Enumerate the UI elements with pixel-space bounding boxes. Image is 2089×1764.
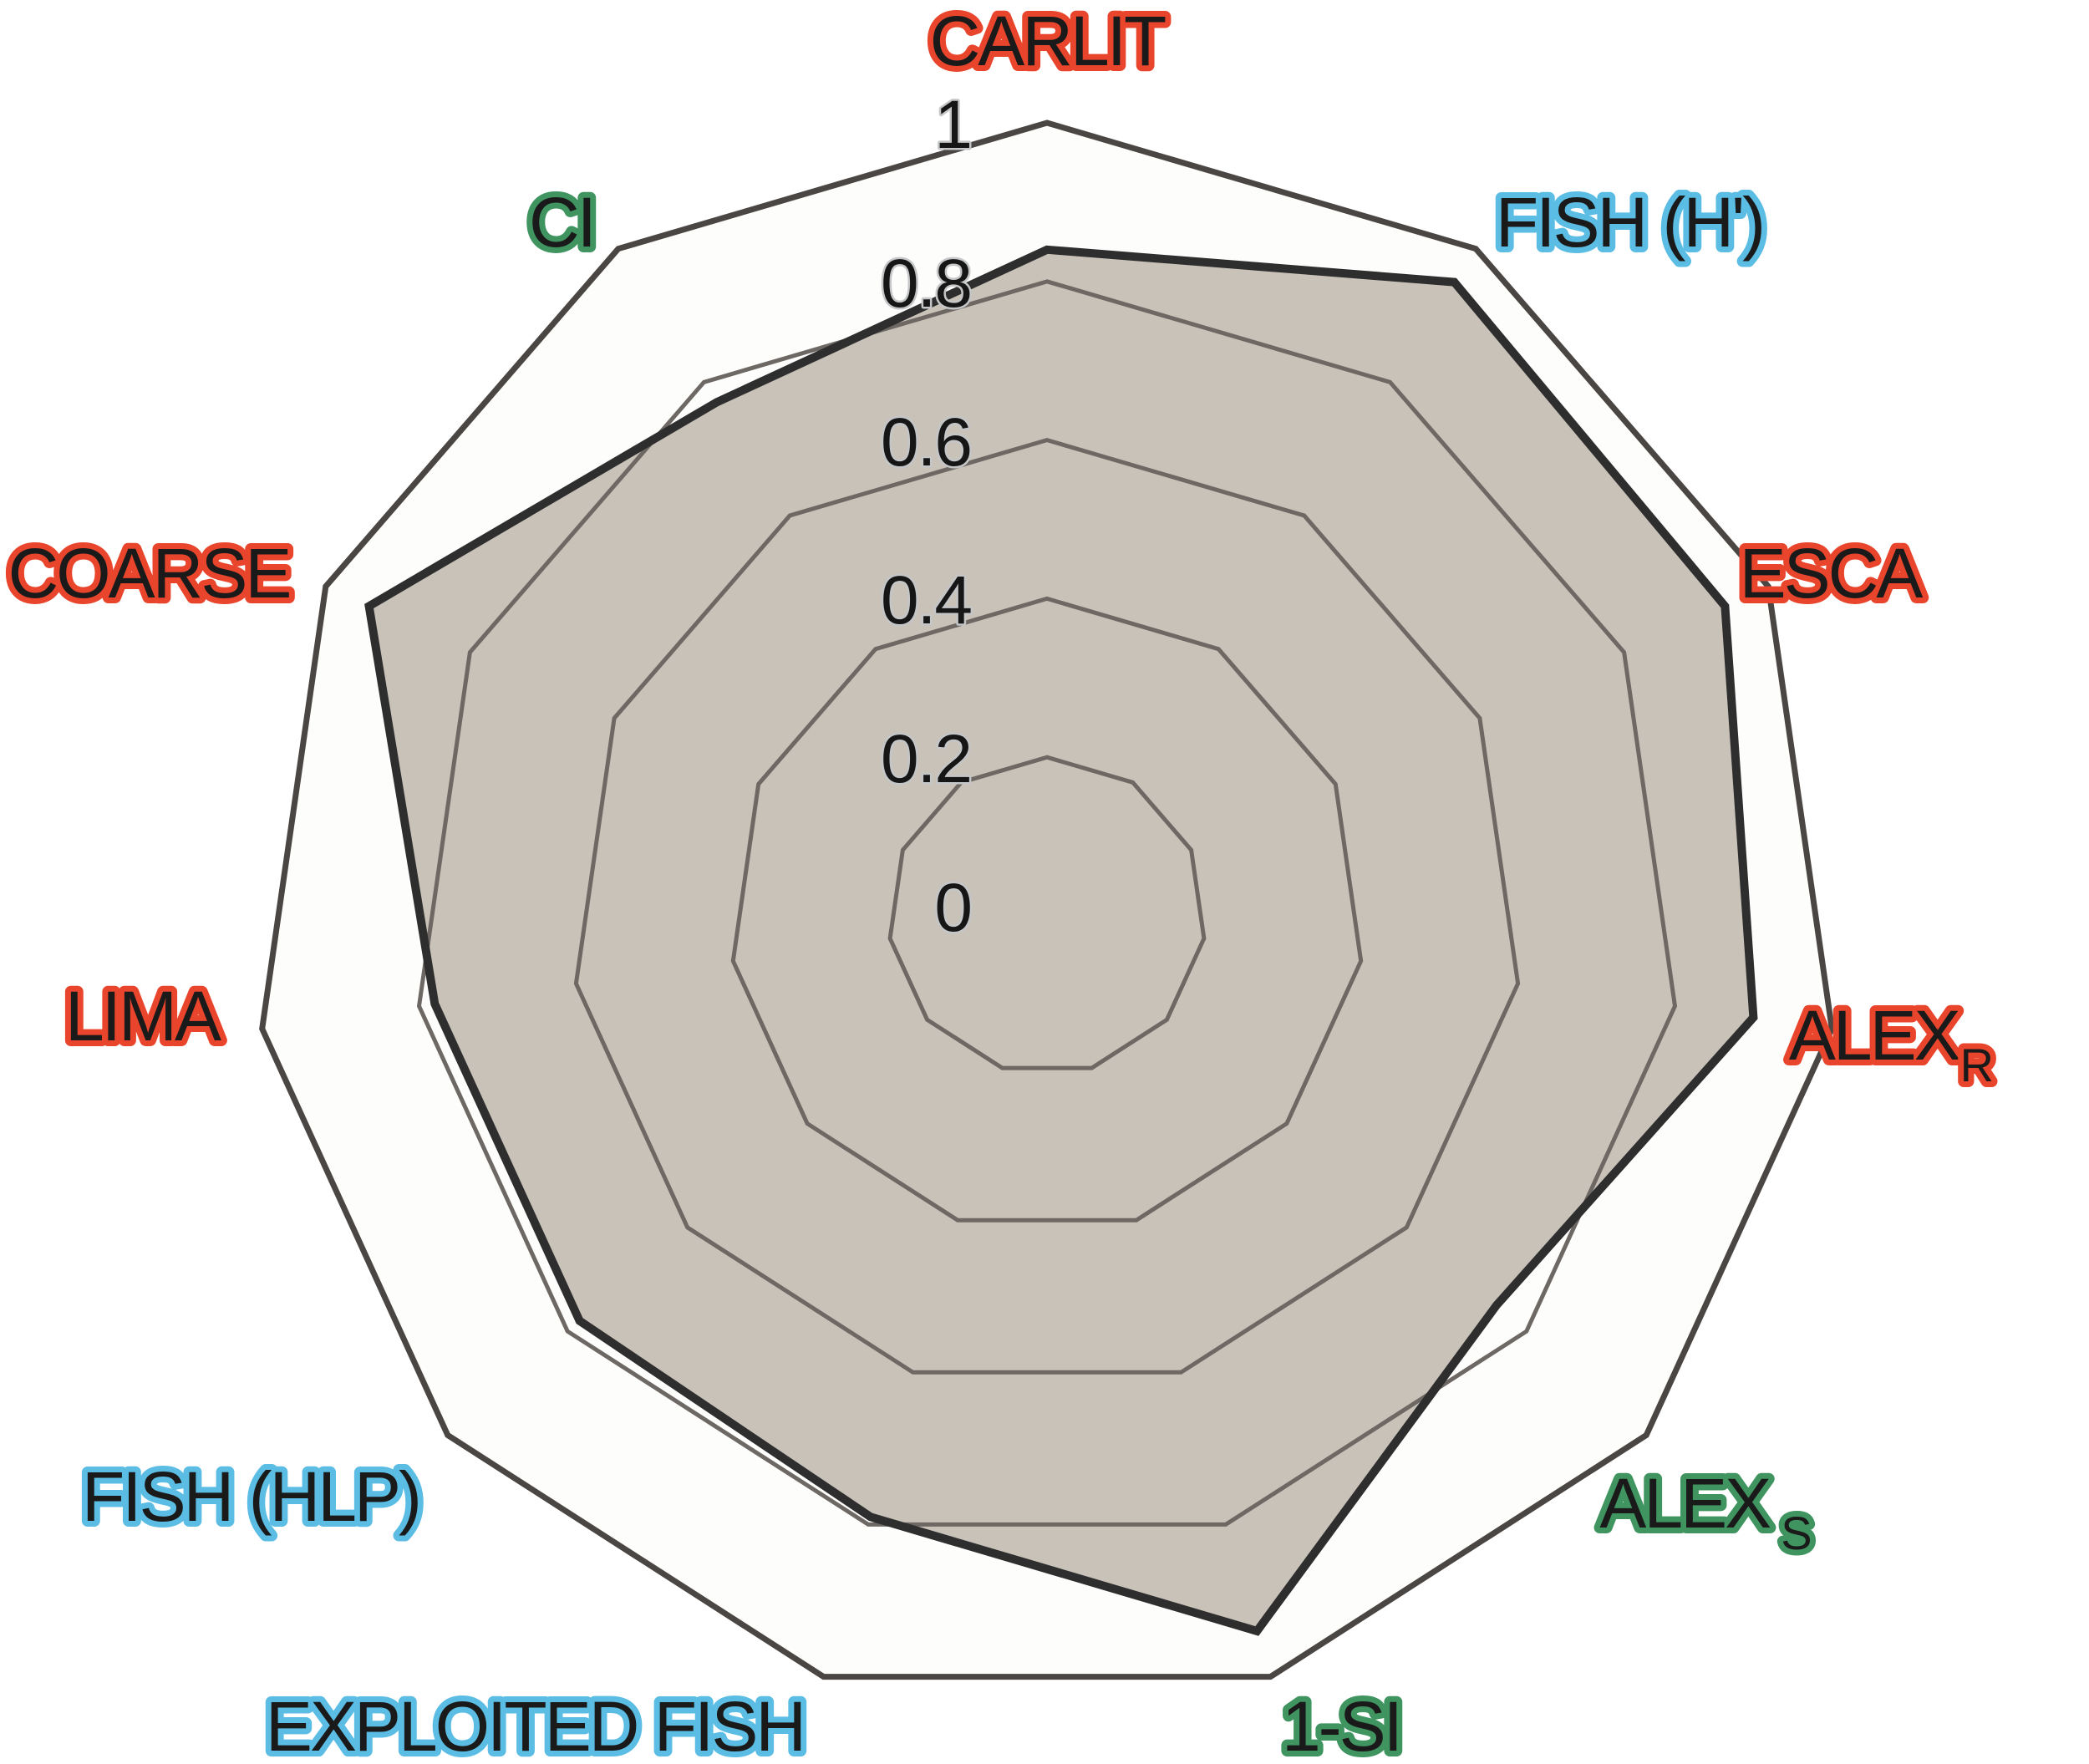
tick-label: 0.4 [881, 562, 971, 638]
series-fill [368, 249, 1754, 1631]
grid-rings [416, 279, 1678, 1527]
axis-label-fish-h: FISH (H') [1496, 183, 1763, 262]
axis-label-carlit: CARLIT [930, 2, 1166, 80]
radial-tick-labels: 0 0.2 0.4 0.6 0.8 1 [879, 85, 975, 948]
grid-ring-0.8 [416, 279, 1678, 1527]
axis-label-alex-r: ALEXR [1789, 996, 1992, 1091]
tick-label: 1 [934, 87, 971, 163]
data-series-polygon [368, 249, 1754, 1631]
grid-ring-0.6 [573, 437, 1521, 1375]
axis-label-lima: LIMA [65, 977, 221, 1055]
axis-label-fish-hlp: FISH (HLP) [82, 1457, 419, 1536]
grid-ring-0.4 [730, 596, 1364, 1223]
axis-label-exploited-fish: EXPLOITED FISH [266, 1687, 804, 1764]
series-line [364, 245, 1758, 1636]
tick-label: 0.6 [881, 404, 971, 480]
grid-ring-0.2 [887, 755, 1207, 1070]
tick-label: 0 [934, 870, 971, 946]
axis-label-coarse: COARSE [8, 534, 290, 613]
tick-label: 0.2 [881, 721, 971, 797]
data-series-outline [364, 245, 1758, 1636]
axis-label-ci: CI [529, 183, 594, 262]
axis-label-1-si: 1-SI [1282, 1687, 1400, 1764]
axis-label-esca: ESCA [1740, 534, 1924, 613]
tick-label: 0.8 [881, 246, 971, 322]
